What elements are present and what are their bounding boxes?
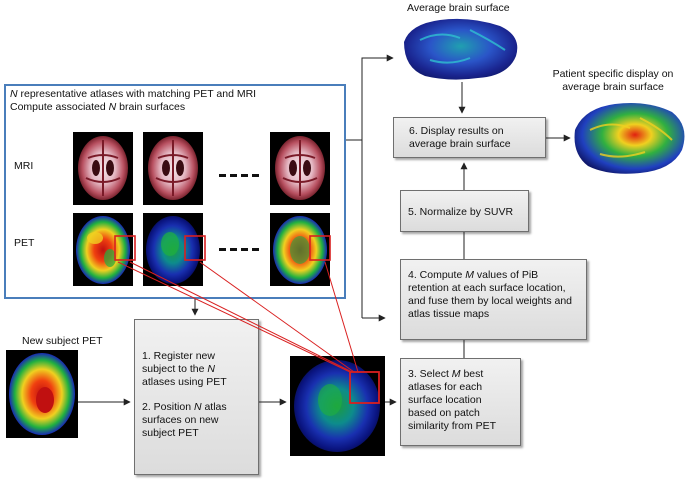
step-3-box: 3. Select M best atlases for each surfac…: [400, 358, 521, 446]
patch-new-subject: [349, 371, 380, 404]
mri-atlas-2: [143, 132, 203, 205]
atlas-frame: [4, 84, 346, 299]
pet-ellipsis-dashes: [219, 248, 259, 251]
pet-row-label: PET: [14, 237, 35, 249]
step2-text: 2. Position N atlas surfaces on new subj…: [142, 401, 227, 439]
patch-link-1b: [117, 261, 351, 373]
patient-display-label: Patient specific display on average brai…: [552, 68, 674, 93]
registered-subject-pet-image: [290, 356, 385, 456]
patch-link-1: [129, 261, 353, 373]
step-6-box: 6. Display results on average brain surf…: [393, 117, 546, 158]
patch-atlas-1: [114, 235, 136, 261]
mri-ellipsis-dashes: [219, 174, 259, 177]
patch-atlas-n: [309, 235, 331, 261]
atlas-heading-line1: N representative atlases with matching P…: [10, 88, 257, 100]
patch-link-2: [199, 261, 355, 373]
patient-surface-image: [574, 103, 685, 174]
atlas-heading-line2: Compute associated N brain surfaces: [10, 101, 186, 113]
step1-text: 1. Register new subject to the N atlases…: [142, 350, 227, 388]
step-1-2-box: 1. Register new subject to the N atlases…: [134, 319, 259, 475]
average-surface-label: Average brain surface: [407, 2, 510, 14]
step-4-box: 4. Compute M values of PiB retention at …: [400, 259, 587, 340]
pet-atlas-2: [143, 213, 203, 286]
mri-atlas-1: [73, 132, 133, 205]
pet-atlas-1: [73, 213, 133, 286]
average-brain-surface-image: [404, 18, 518, 80]
mri-row-label: MRI: [14, 160, 34, 172]
new-subject-label: New subject PET: [22, 335, 103, 347]
mri-atlas-n: [270, 132, 330, 205]
step-5-box: 5. Normalize by SUVR: [400, 190, 529, 232]
new-subject-pet-image: [6, 350, 78, 438]
arrow-atlas-to-average-surface: [346, 54, 394, 141]
pet-atlas-n: [270, 213, 330, 286]
patch-atlas-2: [184, 235, 206, 261]
patch-link-n: [324, 261, 359, 373]
